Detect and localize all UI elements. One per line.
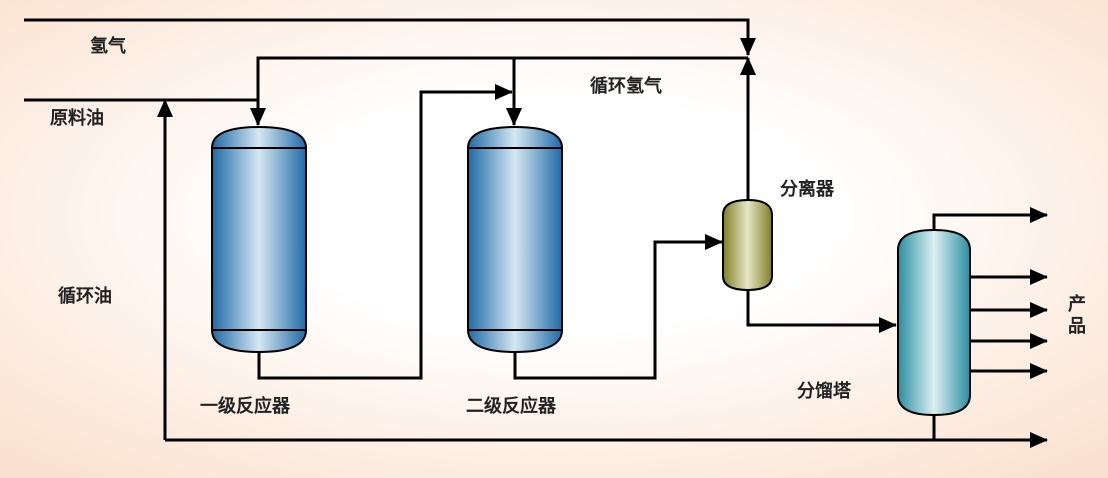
recycle-oil-label: 循环油: [58, 285, 112, 307]
separator: [722, 198, 773, 292]
reactor-2-outlet-line: [513, 234, 723, 380]
reactor-1: [211, 125, 307, 354]
products-label-char: 产: [1068, 293, 1086, 315]
recycle-hydrogen-label: 循环氢气: [590, 75, 662, 97]
reactor-2: [467, 125, 563, 354]
recycle-hydrogen-to-reactor-1: [250, 56, 748, 126]
products-label: 产品: [1068, 293, 1086, 337]
separator-liquid-line: [746, 290, 897, 333]
hydrogen-label: 氢气: [90, 35, 126, 57]
reactor-1-label: 一级反应器: [200, 395, 291, 417]
product-line-top: [932, 207, 1048, 232]
hydrogen-line: [24, 18, 756, 56]
reactor-2-label: 二级反应器: [466, 395, 557, 417]
separator-label: 分离器: [780, 178, 835, 200]
reactor-1-outlet-line: [257, 84, 513, 380]
feed-oil-label: 原料油: [50, 107, 104, 129]
fractionator-label: 分馏塔: [797, 380, 852, 402]
products-label-char: 品: [1068, 316, 1086, 337]
fractionator: [897, 228, 971, 417]
